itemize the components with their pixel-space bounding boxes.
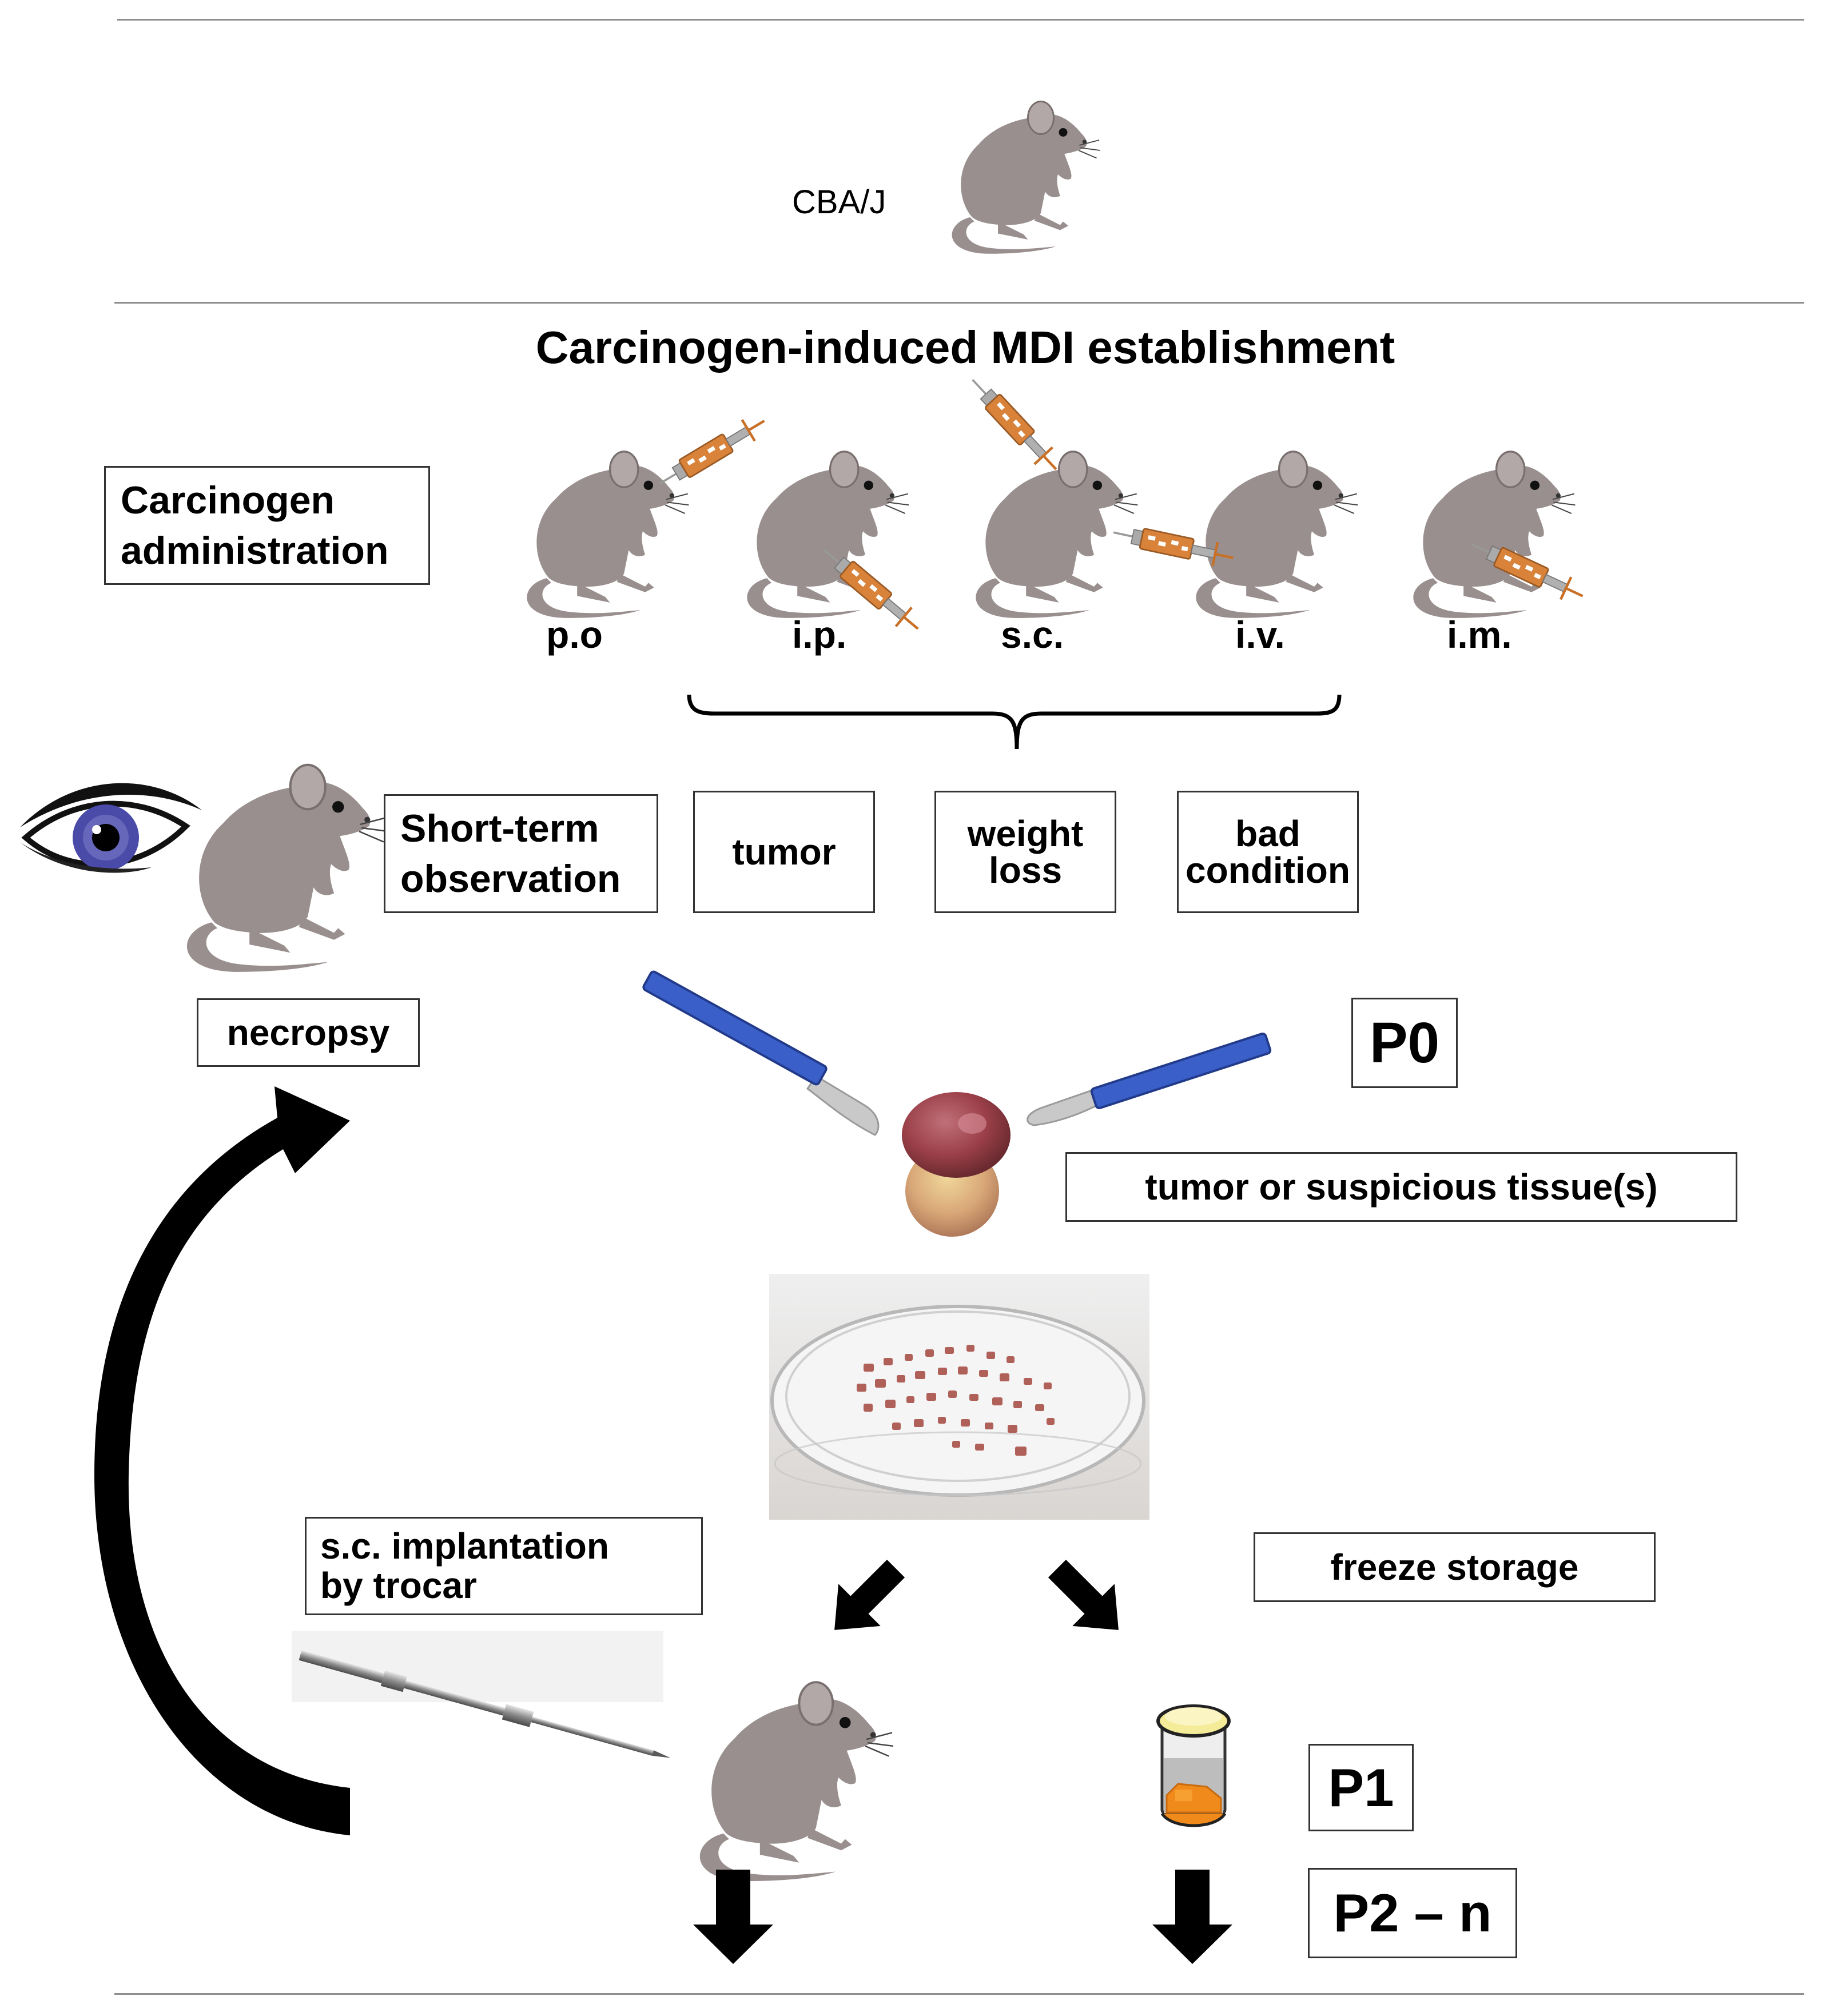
strain-label: CBA/J: [792, 184, 886, 221]
title-divider: [114, 302, 1804, 304]
top-divider: [117, 19, 1804, 21]
down-arrow-icon: [834, 1559, 905, 1630]
route-sc: s.c.: [1001, 613, 1064, 656]
mouse-icon: [187, 765, 388, 972]
implantation-box: s.c. implantation by trocar: [305, 1517, 703, 1615]
route-iv: i.v.: [1235, 613, 1285, 656]
tissue-icon: [902, 1092, 1011, 1237]
p1-badge: P1: [1308, 1744, 1414, 1831]
down-arrow-icon: [1048, 1559, 1119, 1630]
scalpel-icon: [642, 970, 880, 1136]
eye-icon: [20, 783, 202, 873]
mouse-icon: [951, 101, 1101, 255]
syringe-icon: [653, 411, 771, 495]
route-po: p.o: [546, 613, 603, 656]
scalpel-icon: [1027, 1032, 1272, 1126]
administration-mice: [526, 371, 1588, 638]
bottom-divider: [114, 1993, 1804, 1995]
criterion-weight-loss: weight loss: [934, 791, 1116, 913]
diagram-title: Carcinogen-induced MDI establishment: [535, 322, 1395, 373]
freeze-storage-box: freeze storage: [1254, 1532, 1656, 1602]
tissue-box: tumor or suspicious tissue(s): [1065, 1152, 1737, 1222]
curved-arrow-icon: [94, 1086, 350, 1835]
curly-brace: [687, 694, 1342, 750]
syringe-icon: [964, 371, 1065, 477]
route-ip: i.p.: [792, 613, 847, 656]
observation-box: Short-term observation: [384, 794, 658, 913]
down-arrow-icon: [1152, 1870, 1232, 1964]
criterion-tumor: tumor: [693, 791, 875, 913]
trocar-icon: [292, 1631, 671, 1758]
petri-dish-icon: [769, 1274, 1149, 1520]
necropsy-box: necropsy: [197, 998, 420, 1067]
route-im: i.m.: [1447, 613, 1512, 656]
administration-box: Carcinogen administration: [104, 466, 430, 585]
criterion-bad-condition: bad condition: [1177, 791, 1359, 913]
mouse-icon: [698, 1681, 895, 1883]
p0-badge: P0: [1351, 998, 1458, 1088]
cryo-tube-icon: [1156, 1704, 1231, 1827]
down-arrow-icon: [693, 1870, 773, 1964]
p2n-badge: P2 – n: [1308, 1868, 1517, 1958]
